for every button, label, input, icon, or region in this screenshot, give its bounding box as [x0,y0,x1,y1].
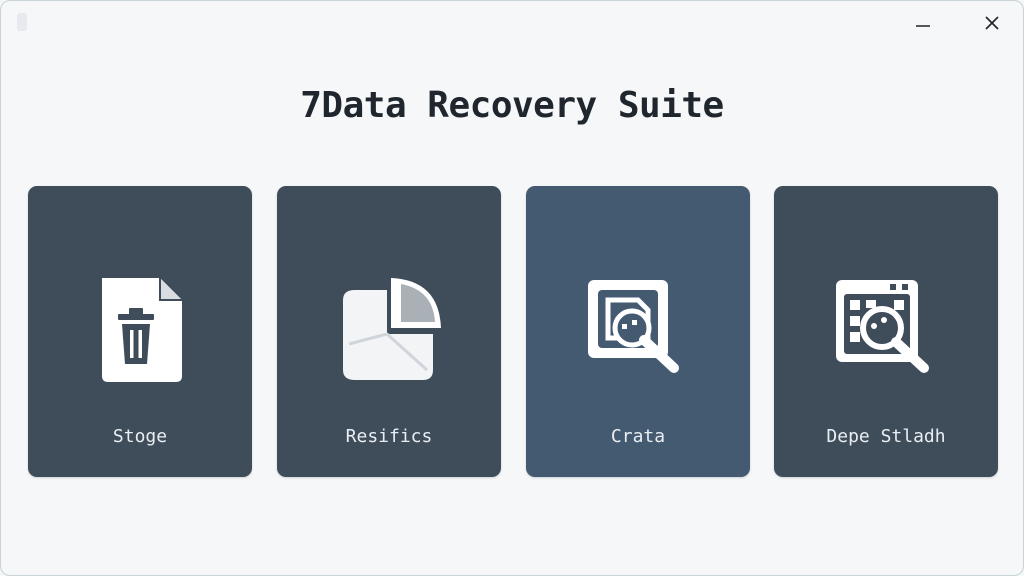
card-label: Stoge [112,426,168,447]
card-resifics[interactable]: Resifics [277,186,501,477]
scan-search-icon [588,280,679,373]
minimize-icon [916,25,930,27]
minimize-button[interactable] [908,9,938,37]
close-button[interactable] [977,9,1007,37]
trash-file-icon [102,278,182,382]
card-crata[interactable]: Crata [526,186,750,477]
app-title: 7Data Recovery Suite [300,85,724,126]
pie-chart-icon [343,278,441,380]
close-icon [985,16,999,30]
card-stoge[interactable]: Stoge [28,186,252,477]
card-label: Resifics [345,426,433,447]
app-icon [17,13,27,31]
card-label: Depe Stladh [826,426,946,447]
card-label: Crata [610,426,666,447]
deep-search-icon [836,280,929,373]
card-depe-stladh[interactable]: Depe Stladh [774,186,998,477]
